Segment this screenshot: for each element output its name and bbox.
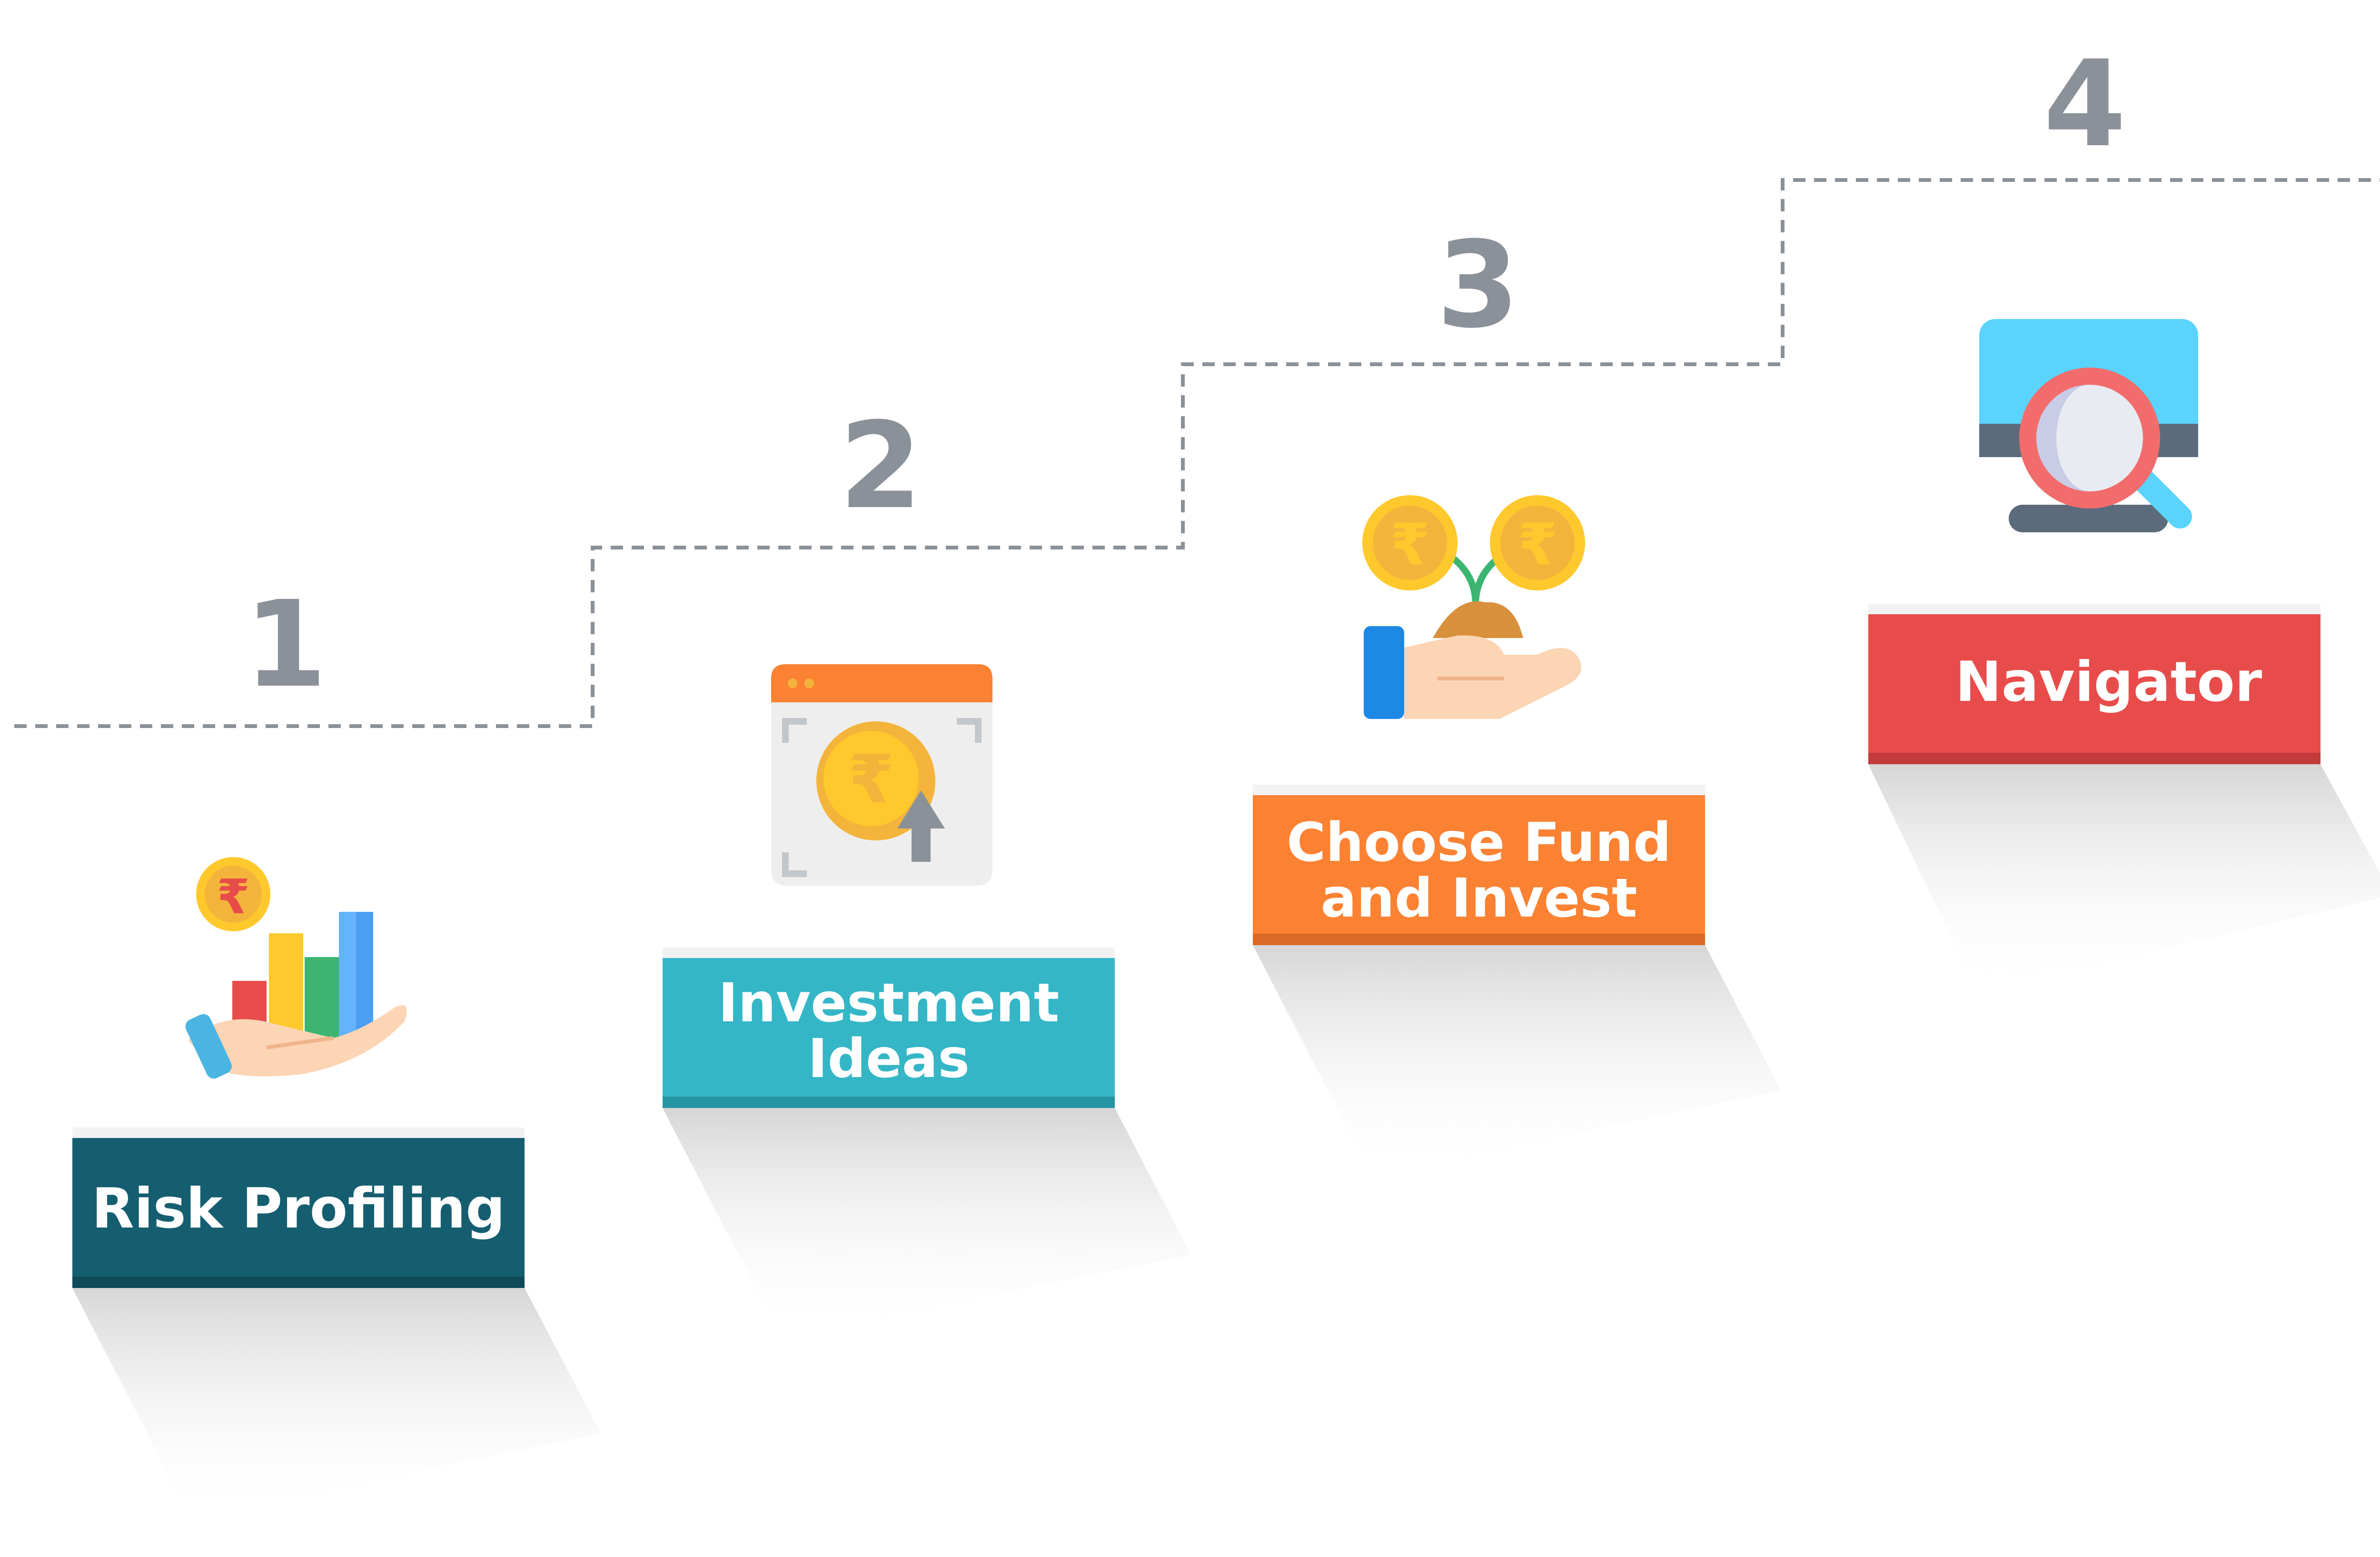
step-4-card xyxy=(1868,614,2320,764)
hand-plant-rupee-coins-icon: ₹ ₹ xyxy=(1362,495,1585,719)
step-3-card-top xyxy=(1253,785,1705,795)
step-4-card-top xyxy=(1868,604,2320,614)
step-number-4: 4 xyxy=(2043,35,2126,173)
step-4-shadow xyxy=(1868,764,2380,993)
step-2-label-line-1: Investment xyxy=(718,972,1060,1034)
step-number-2: 2 xyxy=(839,397,922,535)
step-3-card-edge xyxy=(1253,934,1705,945)
step-3-shadow xyxy=(1253,945,1781,1176)
step-1-card xyxy=(72,1138,525,1288)
svg-text:₹: ₹ xyxy=(1517,512,1557,578)
svg-text:₹: ₹ xyxy=(848,741,894,818)
step-2-label-line-2: Ideas xyxy=(808,1028,970,1090)
svg-text:₹: ₹ xyxy=(217,869,250,925)
step-4: Navigator xyxy=(1868,319,2380,993)
step-2-card xyxy=(663,958,1115,1108)
step-3: Choose Fund and Invest ₹ ₹ xyxy=(1253,495,1781,1176)
step-1-label: Risk Profiling xyxy=(92,1177,506,1241)
step-1-shadow xyxy=(72,1288,601,1519)
step-2-card-edge xyxy=(663,1097,1115,1108)
step-3-card xyxy=(1253,795,1705,945)
hand-bar-chart-rupee-icon: ₹ xyxy=(185,857,407,1079)
step-2-card-top xyxy=(663,948,1115,958)
staircase-dashed-line xyxy=(14,178,2380,728)
step-2: Investment Ideas ₹ xyxy=(663,664,1191,1338)
step-3-label-line-2: and Invest xyxy=(1320,868,1637,929)
step-number-1: 1 xyxy=(244,575,327,714)
step-1-card-edge xyxy=(72,1277,525,1288)
step-1: Risk Profiling ₹ xyxy=(72,857,601,1519)
step-number-3: 3 xyxy=(1437,216,1519,354)
step-3-label-line-1: Choose Fund xyxy=(1287,812,1671,874)
step-4-label: Navigator xyxy=(1955,650,2262,714)
svg-text:₹: ₹ xyxy=(1390,512,1430,578)
monitor-magnifier-icon xyxy=(1979,319,2198,532)
step-2-shadow xyxy=(663,1108,1191,1338)
step-4-card-edge xyxy=(1868,753,2320,764)
step-1-card-top xyxy=(72,1128,525,1138)
rupee-growth-screen-icon: ₹ xyxy=(771,664,992,886)
